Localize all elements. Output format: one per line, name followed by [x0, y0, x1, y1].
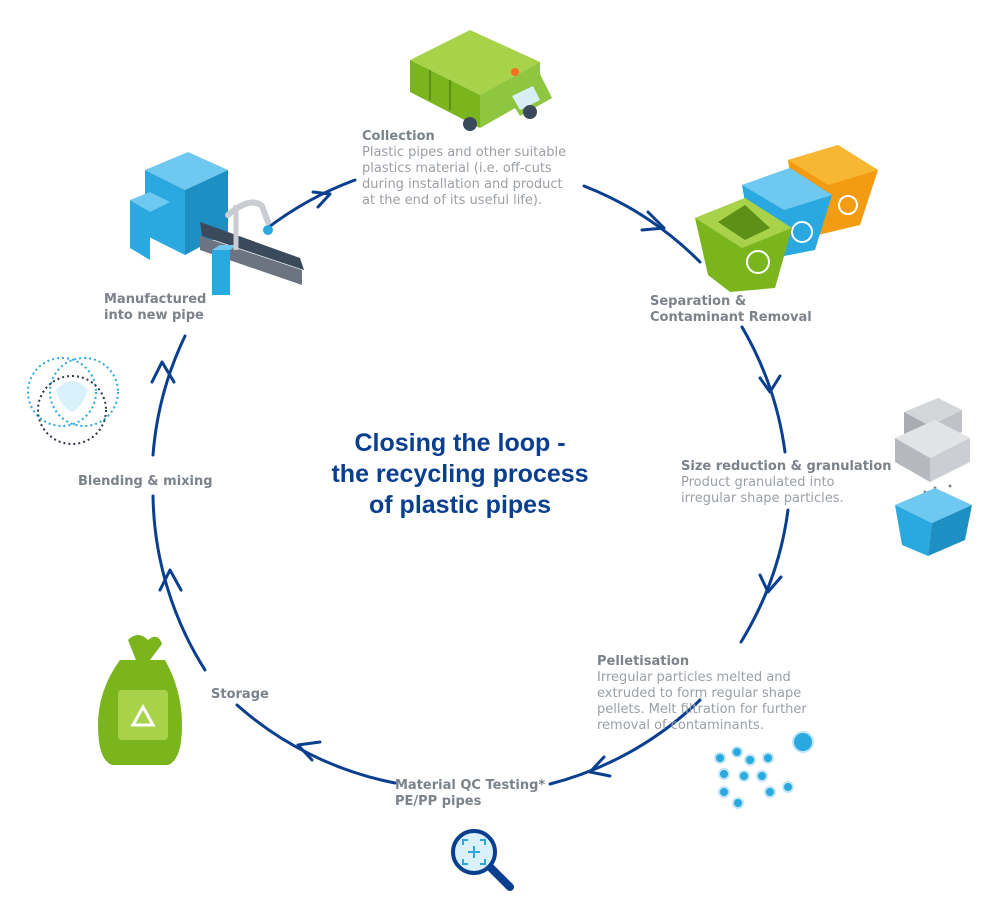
step-desc-line: during installation and product — [362, 177, 563, 192]
step-desc-line: plastics material (i.e. off-cuts — [362, 161, 552, 176]
arc-pellet-to-qc — [548, 698, 702, 786]
diagram-title: Closing the loop - the recycling process… — [290, 428, 630, 521]
garbage-truck-icon — [410, 30, 552, 131]
arc-manufactured-to-collection — [263, 178, 357, 232]
granulator-icon — [895, 398, 972, 556]
step-heading: Size reduction & granulation — [681, 459, 892, 474]
arc-collection-to-separation — [582, 184, 702, 264]
step-heading: Blending & mixing — [78, 474, 213, 489]
step-desc-line: pellets. Melt filtration for further — [597, 702, 807, 717]
step-heading-line: Manufactured — [104, 292, 207, 307]
step-desc-line: removal of contaminants. — [597, 718, 764, 733]
step-desc-line: extruded to form regular shape — [597, 686, 802, 701]
step-desc-line: irregular shape particles. — [681, 491, 844, 506]
loop-arcs — [151, 178, 790, 786]
loop-arrowheads — [150, 190, 783, 778]
step-collection: Collection Plastic pipes and other suita… — [362, 129, 566, 209]
title-line-3: of plastic pipes — [369, 491, 551, 519]
step-separation: Separation & Contaminant Removal — [650, 294, 812, 326]
arc-qc-to-storage — [235, 703, 397, 785]
arrowhead-6 — [158, 568, 183, 592]
arc-size-to-pellet — [739, 508, 790, 644]
step-desc-line: Irregular particles melted and — [597, 670, 791, 685]
arrowhead-8 — [311, 190, 332, 209]
title-line-1: Closing the loop - — [354, 429, 566, 457]
arrowhead-5 — [296, 740, 322, 762]
step-heading-line: into new pipe — [104, 308, 204, 323]
arrowhead-4 — [588, 755, 612, 778]
step-pelletisation: Pelletisation Irregular particles melted… — [597, 654, 807, 734]
step-heading-line: PE/PP pipes — [395, 794, 482, 809]
arrowhead-7 — [150, 360, 176, 384]
magnifier-icon — [451, 829, 514, 891]
venn-circles-icon — [27, 357, 119, 445]
step-desc-line: at the end of its useful life). — [362, 193, 543, 208]
arrowhead-2 — [758, 374, 782, 394]
arrowhead-1 — [640, 210, 666, 232]
step-heading: Storage — [211, 687, 269, 702]
step-storage: Storage — [211, 687, 269, 703]
step-heading-line: Material QC Testing* — [395, 778, 546, 793]
arc-blending-to-manufactured — [151, 334, 187, 457]
step-heading: Collection — [362, 129, 435, 144]
step-heading-line: Contaminant Removal — [650, 310, 812, 325]
step-heading: Pelletisation — [597, 654, 690, 669]
step-manufactured: Manufactured into new pipe — [104, 292, 206, 324]
title-line-2: the recycling process — [331, 460, 589, 488]
recycling-bins-icon — [695, 145, 878, 292]
step-size-reduction: Size reduction & granulation Product gra… — [681, 459, 892, 507]
step-desc-line: Plastic pipes and other suitable — [362, 145, 567, 160]
arrowhead-3 — [758, 573, 783, 594]
step-heading-line: Separation & — [650, 294, 747, 309]
step-desc-line: Product granulated into — [681, 475, 835, 490]
pellets-icon — [714, 731, 814, 809]
arc-storage-to-blending — [151, 494, 207, 672]
step-qc-testing: Material QC Testing* PE/PP pipes — [395, 778, 545, 810]
pipe-machine-icon — [130, 152, 304, 295]
arc-separation-to-size — [740, 325, 787, 454]
recycling-sack-icon — [98, 635, 182, 765]
step-blending: Blending & mixing — [78, 474, 213, 490]
